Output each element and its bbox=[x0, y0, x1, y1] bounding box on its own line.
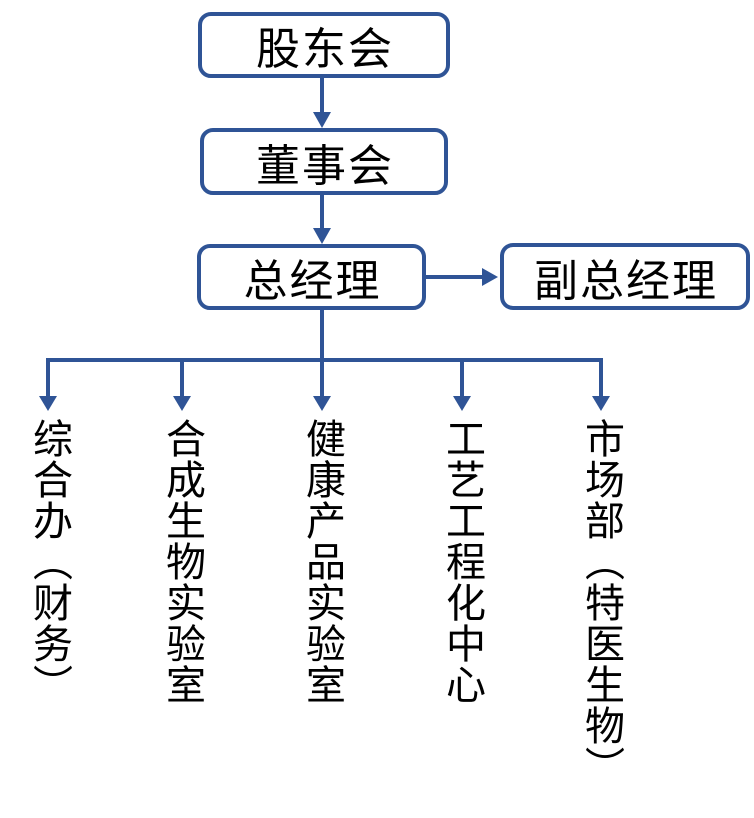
dept-synthetic-biology-lab: 合成生物实验室 bbox=[160, 418, 204, 705]
arrow-board-to-general-manager bbox=[313, 195, 331, 244]
dept-general-office: 综合办（财务） bbox=[27, 418, 71, 705]
arrow-to-synthetic-biology-lab bbox=[173, 358, 191, 411]
node-shareholders: 股东会 bbox=[198, 12, 450, 78]
arrow-general-manager-to-deputy bbox=[426, 268, 498, 286]
node-board-of-directors-label: 董事会 bbox=[256, 141, 394, 191]
node-general-manager-label: 总经理 bbox=[243, 257, 382, 306]
arrow-to-marketing-department bbox=[592, 358, 610, 411]
node-board-of-directors: 董事会 bbox=[200, 128, 448, 195]
dept-marketing-department: 市场部（特医生物） bbox=[579, 418, 623, 787]
arrow-to-process-engineering-center bbox=[453, 358, 471, 411]
arrow-shareholders-to-board bbox=[313, 78, 331, 128]
node-shareholders-label: 股东会 bbox=[256, 25, 394, 74]
dept-health-products-lab: 健康产品实验室 bbox=[300, 418, 344, 705]
arrow-to-general-office bbox=[39, 358, 57, 411]
node-deputy-general-manager: 副总经理 bbox=[500, 243, 750, 310]
node-deputy-general-manager-label: 副总经理 bbox=[534, 256, 718, 306]
dept-process-engineering-center: 工艺工程化中心 bbox=[440, 418, 484, 705]
node-general-manager: 总经理 bbox=[197, 244, 426, 310]
arrow-to-health-products-lab bbox=[313, 358, 331, 411]
